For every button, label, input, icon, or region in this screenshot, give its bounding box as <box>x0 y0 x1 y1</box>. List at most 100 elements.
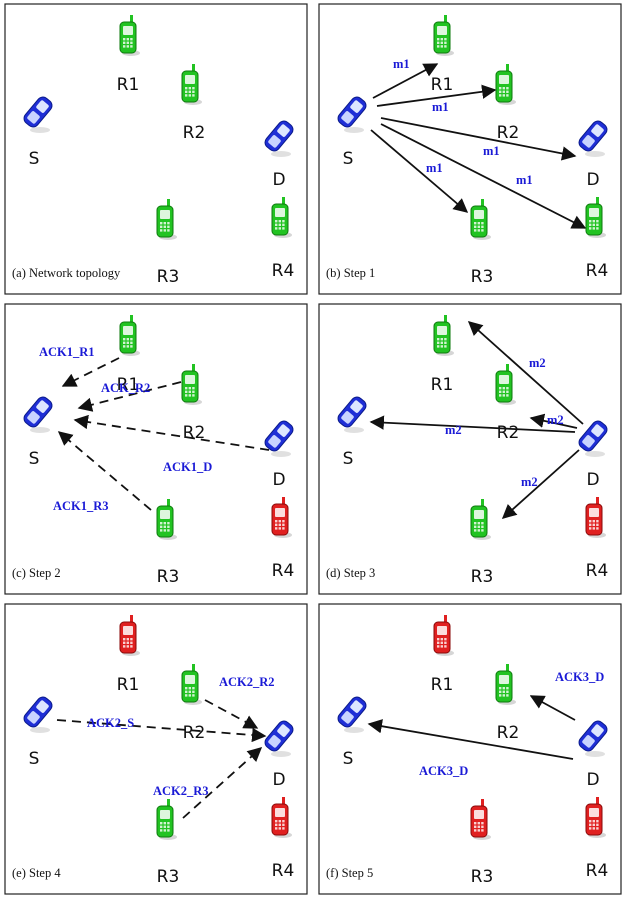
phone-icon-d <box>578 720 608 757</box>
phone-icon-s <box>337 696 367 733</box>
message-label: ACK1_D <box>163 460 212 474</box>
phone-icon-d <box>578 420 608 457</box>
panel-caption: (f) Step 5 <box>326 866 373 880</box>
message-label: m2 <box>547 413 564 427</box>
message-label: m2 <box>529 356 546 370</box>
message-label: ACK2_R2 <box>219 675 275 689</box>
node-label-r1: R1 <box>117 375 140 395</box>
message-arrow-s-to-r4 <box>380 123 587 229</box>
node-label-r3: R3 <box>157 867 180 887</box>
node-label-r4: R4 <box>586 261 609 281</box>
message-arrow-d-to-s <box>369 415 576 433</box>
node-label-r3: R3 <box>471 267 494 287</box>
phone-icon-r2 <box>181 64 202 105</box>
panel-frame <box>4 303 308 595</box>
panel-frame <box>4 603 308 895</box>
message-arrow-r2-to-s <box>77 381 182 412</box>
message-label: m1 <box>483 144 500 158</box>
message-label: ACK3_D <box>555 670 604 684</box>
panel-frame <box>318 603 622 895</box>
phone-icon-r4 <box>271 197 292 238</box>
phone-icon-r4 <box>585 197 606 238</box>
node-label-s: S <box>343 149 354 169</box>
phone-icon-r4 <box>585 497 606 538</box>
message-arrow-r2-to-d <box>204 699 259 729</box>
message-arrow-d-to-s <box>73 414 270 451</box>
phone-icon-s <box>23 96 53 133</box>
phone-icon-r1 <box>119 615 140 656</box>
node-label-r1: R1 <box>431 375 454 395</box>
panel-caption: (e) Step 4 <box>12 866 61 880</box>
phone-icon-r1 <box>433 15 454 56</box>
message-arrow-r1-to-s <box>61 357 120 387</box>
message-label: m1 <box>393 57 410 71</box>
phone-icon-s <box>23 396 53 433</box>
phone-icon-r1 <box>119 315 140 356</box>
node-label-r1: R1 <box>431 675 454 695</box>
node-label-r3: R3 <box>157 567 180 587</box>
phone-icon-r1 <box>433 615 454 656</box>
phone-icon-r4 <box>271 797 292 838</box>
node-label-r4: R4 <box>272 261 295 281</box>
node-label-d: D <box>272 170 285 190</box>
phone-icon-r3 <box>156 199 177 240</box>
node-label-s: S <box>343 749 354 769</box>
message-label: m2 <box>445 423 462 437</box>
panel-caption: (b) Step 1 <box>326 266 375 280</box>
node-label-d: D <box>272 470 285 490</box>
phone-icon-r3 <box>156 799 177 840</box>
message-label: ACK2_R3 <box>153 784 209 798</box>
message-label: m1 <box>516 173 533 187</box>
node-label-r2: R2 <box>497 423 520 443</box>
node-label-r2: R2 <box>183 123 206 143</box>
message-arrow-s-to-d <box>56 719 267 743</box>
panel-frame <box>318 3 622 295</box>
message-arrow-d-to-r3 <box>501 449 580 519</box>
node-label-d: D <box>586 770 599 790</box>
message-arrow-r3-to-d <box>182 747 263 819</box>
phone-icon-r4 <box>271 497 292 538</box>
message-arrow-d-to-r2 <box>529 413 578 429</box>
node-label-d: D <box>586 170 599 190</box>
node-label-r2: R2 <box>183 423 206 443</box>
message-label: ACK3_D <box>419 764 468 778</box>
phone-icon-r2 <box>495 64 516 105</box>
panel-caption: (a) Network topology <box>12 266 121 280</box>
phone-icon-r2 <box>181 364 202 405</box>
phone-icon-r3 <box>470 799 491 840</box>
phone-icon-r1 <box>119 15 140 56</box>
panel-caption: (d) Step 3 <box>326 566 375 580</box>
phone-icon-r2 <box>495 664 516 705</box>
message-label: ACK_R2 <box>101 381 150 395</box>
node-label-r3: R3 <box>157 267 180 287</box>
phone-icon-r3 <box>156 499 177 540</box>
node-label-s: S <box>29 449 40 469</box>
message-arrow-d-to-s <box>367 719 574 760</box>
node-label-r4: R4 <box>272 861 295 881</box>
node-label-s: S <box>29 749 40 769</box>
node-label-d: D <box>586 470 599 490</box>
panel-frame <box>318 303 622 595</box>
node-label-r4: R4 <box>586 561 609 581</box>
node-label-r1: R1 <box>431 75 454 95</box>
message-arrow-s-to-r3 <box>370 129 469 213</box>
phone-icon-d <box>264 720 294 757</box>
node-label-r3: R3 <box>471 867 494 887</box>
panel-caption: (c) Step 2 <box>12 566 61 580</box>
phone-icon-s <box>23 696 53 733</box>
node-label-r2: R2 <box>497 123 520 143</box>
phone-icon-s <box>337 96 367 133</box>
phone-icon-d <box>264 120 294 157</box>
node-label-r4: R4 <box>272 561 295 581</box>
node-label-r2: R2 <box>183 723 206 743</box>
message-label: ACK1_R1 <box>39 345 95 359</box>
message-label: ACK2_S <box>87 716 134 730</box>
phone-icon-d <box>264 420 294 457</box>
